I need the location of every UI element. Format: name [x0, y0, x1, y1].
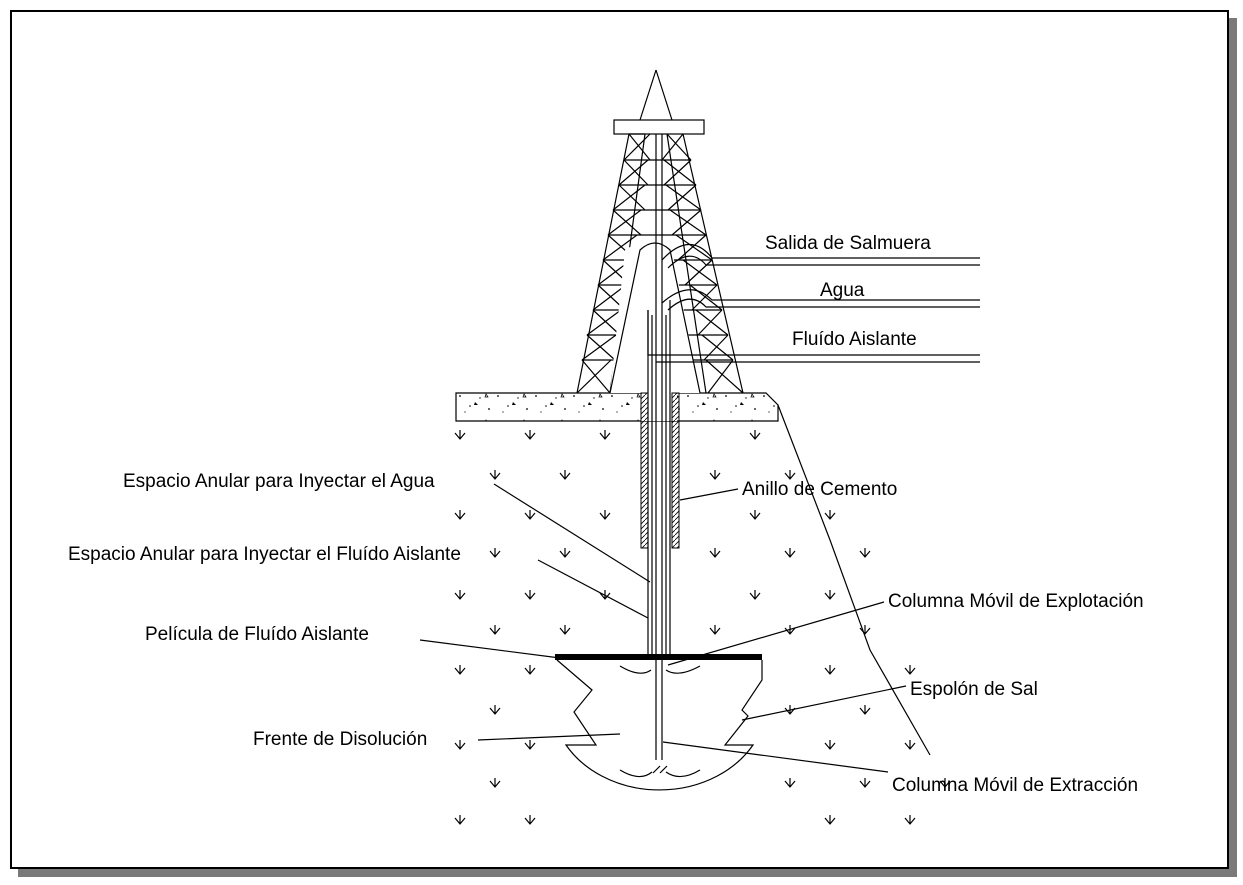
well-tubes: [647, 134, 671, 760]
salt-symbol: [784, 778, 796, 788]
salt-symbol: [749, 430, 761, 440]
salt-symbol: [824, 590, 836, 600]
label-columna-explotacion: Columna Móvil de Explotación: [888, 591, 1144, 612]
salt-symbol: [489, 778, 501, 788]
salt-symbol: [904, 815, 916, 825]
salt-symbol: [749, 590, 761, 600]
salt-symbol: [824, 815, 836, 825]
salt-symbol: [559, 548, 571, 558]
salt-symbol: [524, 510, 536, 520]
label-salida-salmuera: Salida de Salmuera: [765, 233, 931, 254]
salt-symbol: [904, 740, 916, 750]
salt-symbol: [454, 665, 466, 675]
label-columna-extraccion: Columna Móvil de Extracción: [892, 775, 1138, 796]
salt-symbol: [559, 625, 571, 635]
label-anillo-cemento: Anillo de Cemento: [742, 479, 897, 500]
wellhead-cone: [609, 242, 701, 394]
salt-symbol: [454, 510, 466, 520]
salt-symbol: [454, 815, 466, 825]
salt-symbol: [859, 705, 871, 715]
salt-symbol: [559, 470, 571, 480]
salt-symbol: [599, 430, 611, 440]
ground-boundary-line: [777, 404, 931, 756]
label-frente: Frente de Disolución: [253, 729, 427, 750]
leader-lines: [419, 483, 907, 773]
salt-symbol: [524, 590, 536, 600]
salt-symbol: [784, 470, 796, 480]
salt-symbol: [824, 510, 836, 520]
salt-symbol: [859, 778, 871, 788]
ground-surface-slab: [455, 392, 779, 422]
label-pelicula: Película de Fluído Aislante: [145, 624, 369, 645]
salt-symbol: [904, 665, 916, 675]
salt-symbol: [749, 510, 761, 520]
salt-symbol: [524, 665, 536, 675]
cavern-outline: [556, 659, 763, 791]
diagram-frame: [10, 10, 1229, 869]
salt-symbol: [784, 548, 796, 558]
salt-symbol: [939, 778, 951, 788]
salt-symbol: [709, 625, 721, 635]
salt-symbol: [709, 548, 721, 558]
label-agua: Agua: [820, 280, 865, 301]
label-fluido-aislante: Fluído Aislante: [792, 329, 917, 350]
salt-symbols: [454, 430, 951, 825]
salt-symbol: [489, 470, 501, 480]
salt-symbol: [859, 548, 871, 558]
salt-symbol: [524, 740, 536, 750]
salt-symbol: [824, 665, 836, 675]
salt-symbol: [599, 510, 611, 520]
label-espacio-fluido: Espacio Anular para Inyectar el Fluído A…: [68, 544, 461, 565]
salt-symbol: [709, 470, 721, 480]
label-espolon: Espolón de Sal: [910, 679, 1038, 700]
salt-symbol: [489, 548, 501, 558]
salt-symbol: [599, 590, 611, 600]
salt-symbol: [859, 625, 871, 635]
salt-symbol: [524, 815, 536, 825]
salt-symbol: [489, 705, 501, 715]
salt-symbol: [454, 740, 466, 750]
salt-symbol: [489, 625, 501, 635]
label-espacio-agua: Espacio Anular para Inyectar el Agua: [123, 471, 435, 492]
drilling-tower: [576, 69, 744, 394]
salt-symbol: [454, 430, 466, 440]
flow-arrows: [619, 665, 701, 778]
salt-symbol: [824, 740, 836, 750]
salt-symbol: [524, 430, 536, 440]
insulating-film: [555, 654, 762, 660]
salt-symbol: [454, 590, 466, 600]
